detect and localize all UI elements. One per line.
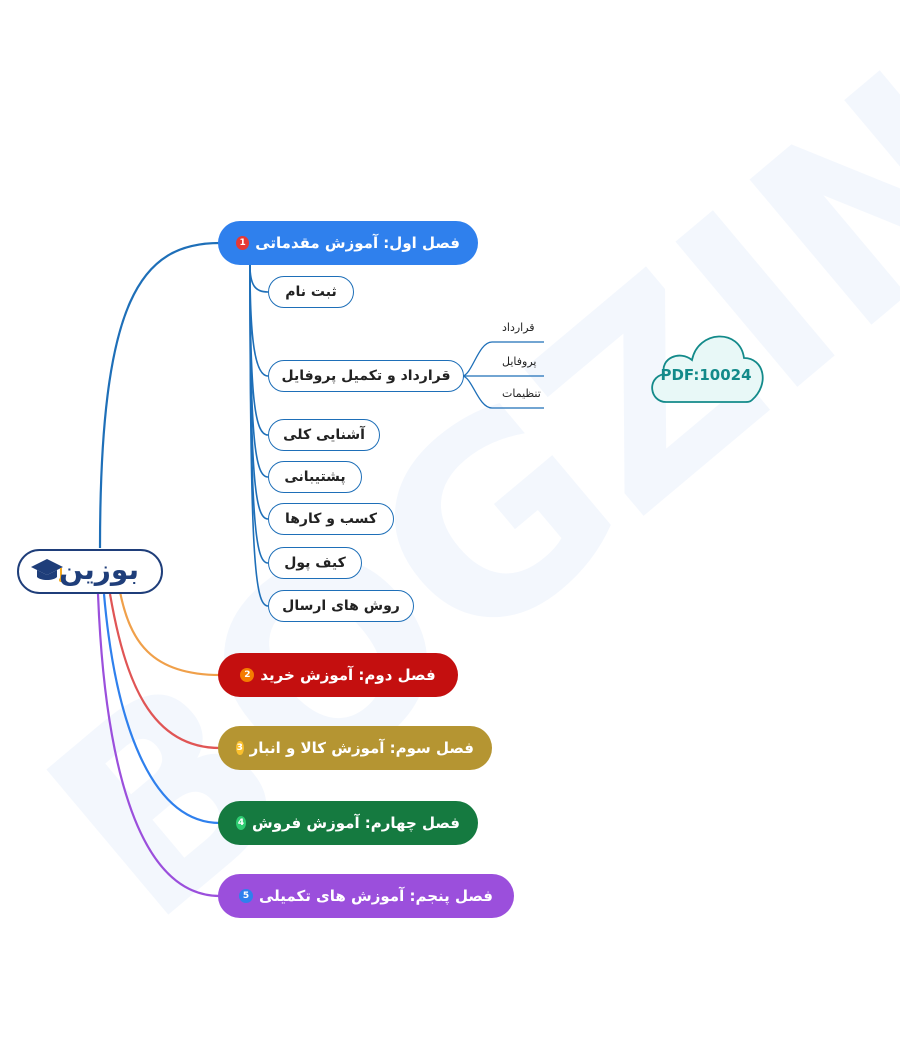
subtopic-contract-profile[interactable]: قرارداد و تکمیل پروفایل bbox=[268, 360, 464, 392]
subtopic-label: روش های ارسال bbox=[282, 598, 400, 614]
chapter-5-node[interactable]: فصل پنجم: آموزش های تکمیلی 5 bbox=[218, 874, 514, 918]
chapter-5-label: فصل پنجم: آموزش های تکمیلی bbox=[259, 887, 493, 905]
connector-chapter-4 bbox=[102, 593, 221, 825]
connector-chapter-3 bbox=[108, 593, 221, 750]
subtopic-support[interactable]: پشتیبانی bbox=[268, 461, 362, 493]
graduation-cap-icon bbox=[31, 559, 63, 582]
connector-chapter-2 bbox=[118, 591, 221, 677]
leaf-connectors bbox=[461, 341, 544, 409]
chapter-3-label: فصل سوم: آموزش کالا و انبار bbox=[249, 739, 474, 757]
subtopic-label: کسب و کارها bbox=[284, 511, 378, 527]
subtopic-registration[interactable]: ثبت نام bbox=[268, 276, 354, 308]
leaf-settings[interactable]: تنظیمات bbox=[502, 387, 541, 400]
cloud-icon bbox=[651, 335, 764, 403]
chapter-2-label: فصل دوم: آموزش خرید bbox=[260, 666, 436, 684]
subtopic-wallet[interactable]: کیف پول bbox=[268, 547, 362, 579]
chapter-4-node[interactable]: فصل چهارم: آموزش فروش 4 bbox=[218, 801, 478, 845]
leaf-profile[interactable]: پروفایل bbox=[502, 355, 537, 368]
chapter-2-node[interactable]: فصل دوم: آموزش خرید 2 bbox=[218, 653, 458, 697]
chapter-5-number-badge: 5 bbox=[239, 889, 253, 903]
chapter-1-label: فصل اول: آموزش مقدماتی bbox=[255, 234, 460, 252]
subtopic-label: آشنایی کلی bbox=[283, 427, 365, 443]
subtopic-shipping-methods[interactable]: روش های ارسال bbox=[268, 590, 414, 622]
chapter-4-number-badge: 4 bbox=[236, 816, 247, 830]
connector-chapter-1 bbox=[98, 241, 221, 549]
subtopic-businesses[interactable]: کسب و کارها bbox=[268, 503, 394, 535]
root-logo[interactable]: بوزین bbox=[17, 549, 163, 594]
chapter-2-number-badge: 2 bbox=[240, 668, 255, 682]
chapter-1-node[interactable]: فصل اول: آموزش مقدماتی 1 bbox=[218, 221, 478, 265]
logo-text: بوزین bbox=[59, 553, 139, 586]
chapter-3-node[interactable]: فصل سوم: آموزش کالا و انبار 3 bbox=[218, 726, 492, 770]
cloud-label: PDF:10024 bbox=[660, 366, 752, 384]
subtopic-label: ثبت نام bbox=[285, 284, 337, 300]
subtopic-overview[interactable]: آشنایی کلی bbox=[268, 419, 380, 451]
pdf-cloud[interactable]: PDF:10024 bbox=[644, 322, 768, 406]
chapter-4-label: فصل چهارم: آموزش فروش bbox=[252, 814, 460, 832]
subtopic-label: قرارداد و تکمیل پروفایل bbox=[281, 368, 451, 384]
subtopic-label: کیف پول bbox=[284, 555, 346, 571]
leaf-contract[interactable]: قرارداد bbox=[502, 321, 535, 334]
connector-chapter-5 bbox=[96, 593, 221, 898]
chapter-3-number-badge: 3 bbox=[236, 741, 244, 755]
chapter-1-number-badge: 1 bbox=[236, 236, 250, 250]
subtopic-label: پشتیبانی bbox=[284, 469, 346, 485]
subtopic-connectors bbox=[249, 264, 269, 607]
